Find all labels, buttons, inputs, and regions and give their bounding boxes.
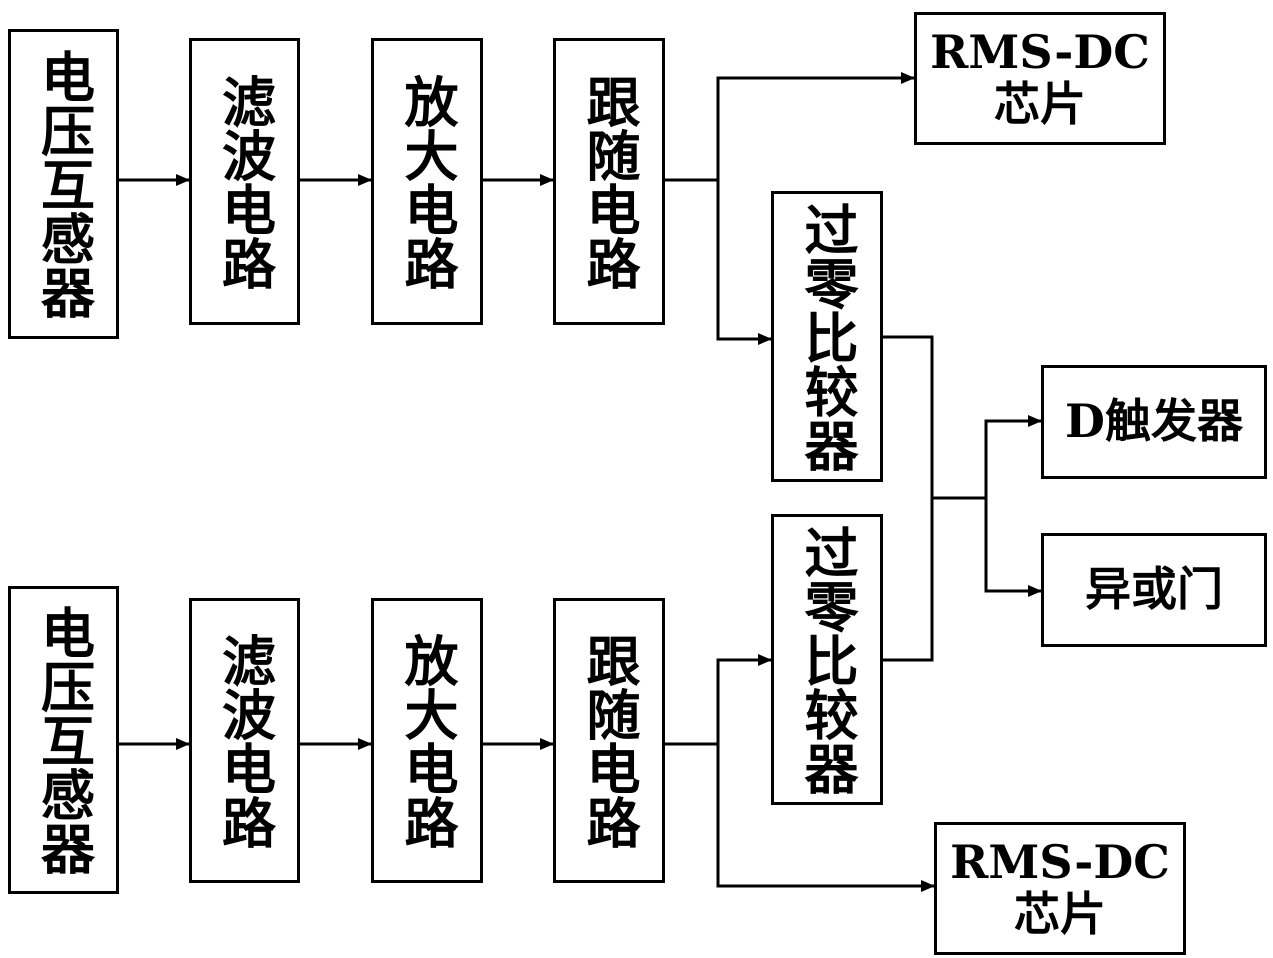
xor-gate-label: 异或门 [1085, 562, 1223, 617]
rms-dc-chip-top: RMS-DC 芯片 [914, 12, 1166, 145]
follower-circuit-bot: 跟随电路 [553, 598, 665, 883]
amplifier-circuit-top-label: 放大电路 [395, 73, 459, 290]
rms-dc-chip-top-line1: RMS-DC [930, 24, 1150, 79]
zero-cross-comparator-top-label: 过零比较器 [795, 201, 859, 472]
arrow-to-dff [984, 415, 1042, 498]
voltage-transformer-bot-label: 电压互感器 [31, 605, 96, 875]
zero-cross-comparator-top: 过零比较器 [771, 191, 883, 482]
zero-cross-comparator-bot-label: 过零比较器 [795, 524, 859, 795]
xor-gate: 异或门 [1041, 533, 1267, 647]
rms-dc-chip-bot-line1: RMS-DC [950, 834, 1170, 889]
follower-circuit-bot-label: 跟随电路 [577, 632, 641, 849]
d-flip-flop-label: D触发器 [1065, 394, 1243, 449]
d-flip-flop: D触发器 [1041, 365, 1267, 479]
follower-circuit-top: 跟随电路 [553, 38, 665, 325]
rms-dc-chip-bot-label: RMS-DC 芯片 [950, 834, 1170, 941]
voltage-transformer-top: 电压互感器 [8, 29, 119, 339]
rms-dc-chip-top-label: RMS-DC 芯片 [930, 24, 1150, 131]
voltage-transformer-top-label: 电压互感器 [31, 49, 96, 319]
amplifier-circuit-top: 放大电路 [371, 38, 483, 325]
arrow-to-rms-top [716, 72, 915, 180]
rms-dc-chip-bot-line2: 芯片 [1014, 886, 1106, 941]
arrow-to-rms-bot [716, 744, 935, 892]
amplifier-circuit-bot: 放大电路 [371, 598, 483, 883]
amplifier-circuit-bot-label: 放大电路 [395, 632, 459, 849]
filter-circuit-top: 滤波电路 [189, 38, 300, 325]
rms-dc-chip-bot: RMS-DC 芯片 [934, 822, 1186, 955]
filter-circuit-top-label: 滤波电路 [212, 73, 277, 290]
zero-cross-comparator-bot: 过零比较器 [771, 514, 883, 805]
arrow-to-zc-top [716, 180, 772, 345]
line-zc-top-out [882, 335, 934, 498]
filter-circuit-bot-label: 滤波电路 [212, 632, 277, 849]
arrow-to-xor [984, 498, 1042, 597]
rms-dc-chip-top-line2: 芯片 [994, 76, 1086, 131]
follower-circuit-top-label: 跟随电路 [577, 73, 641, 290]
filter-circuit-bot: 滤波电路 [189, 598, 300, 883]
arrow-to-zc-bot [716, 654, 772, 744]
line-zc-bot-out [882, 498, 934, 662]
voltage-transformer-bot: 电压互感器 [8, 586, 119, 894]
